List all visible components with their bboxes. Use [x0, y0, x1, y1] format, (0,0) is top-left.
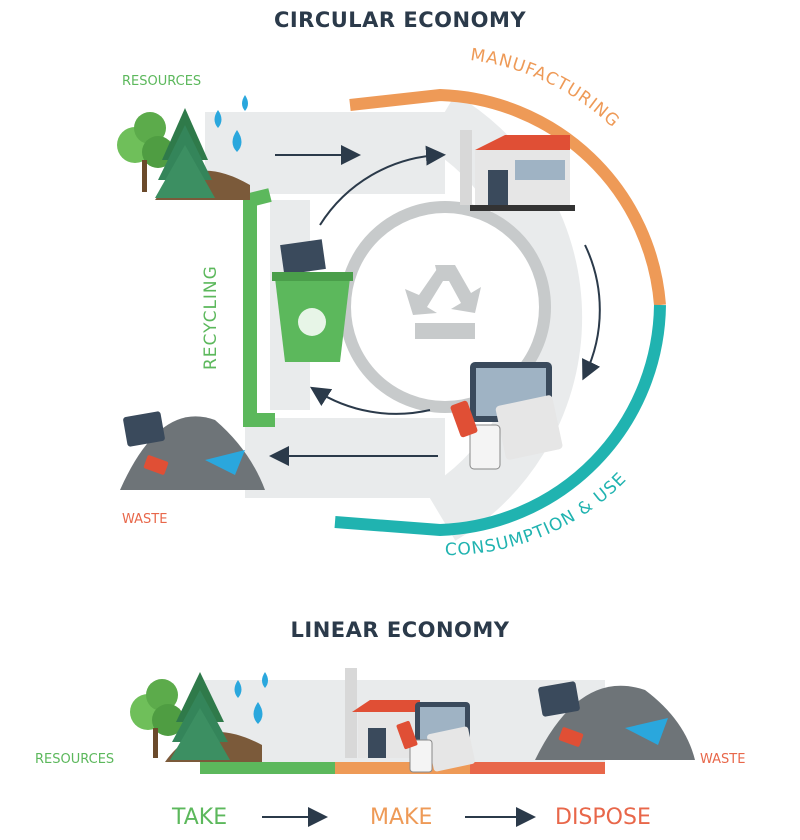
water-drop-icon — [234, 672, 268, 724]
arrow-to-recycling — [309, 386, 431, 415]
make-step-label: MAKE — [370, 805, 433, 830]
devices-icon — [450, 362, 563, 470]
linear-waste-label: WASTE — [700, 752, 746, 767]
factory-icon — [345, 668, 420, 758]
manufacturing-arc — [349, 88, 666, 306]
recycle-icon — [405, 265, 481, 339]
devices-icon — [396, 702, 475, 773]
tree-icon — [130, 672, 262, 762]
dispose-step-label: DISPOSE — [555, 805, 651, 830]
take-step-label: TAKE — [172, 805, 228, 830]
circular-resources-label: RESOURCES — [122, 74, 202, 89]
waste-pile-icon — [535, 681, 695, 760]
circular-waste-label: WASTE — [122, 512, 168, 527]
linear-economy-title: LINEAR ECONOMY — [290, 618, 510, 642]
recycle-bin-icon — [272, 239, 353, 362]
arrow-to-factory — [319, 145, 446, 226]
tree-icon — [117, 108, 250, 200]
recycling-arc — [243, 188, 275, 427]
linear-resources-label: RESOURCES — [35, 752, 115, 767]
consumption-arc — [334, 304, 666, 537]
waste-pile-icon — [120, 411, 265, 490]
take-bar — [200, 762, 335, 774]
arrow-to-consumption — [582, 244, 601, 381]
factory-icon — [460, 130, 575, 211]
circular-economy-title: CIRCULAR ECONOMY — [273, 8, 527, 32]
recycling-label: RECYCLING — [201, 265, 221, 370]
water-drop-icon — [214, 95, 248, 152]
dispose-bar — [470, 762, 605, 774]
